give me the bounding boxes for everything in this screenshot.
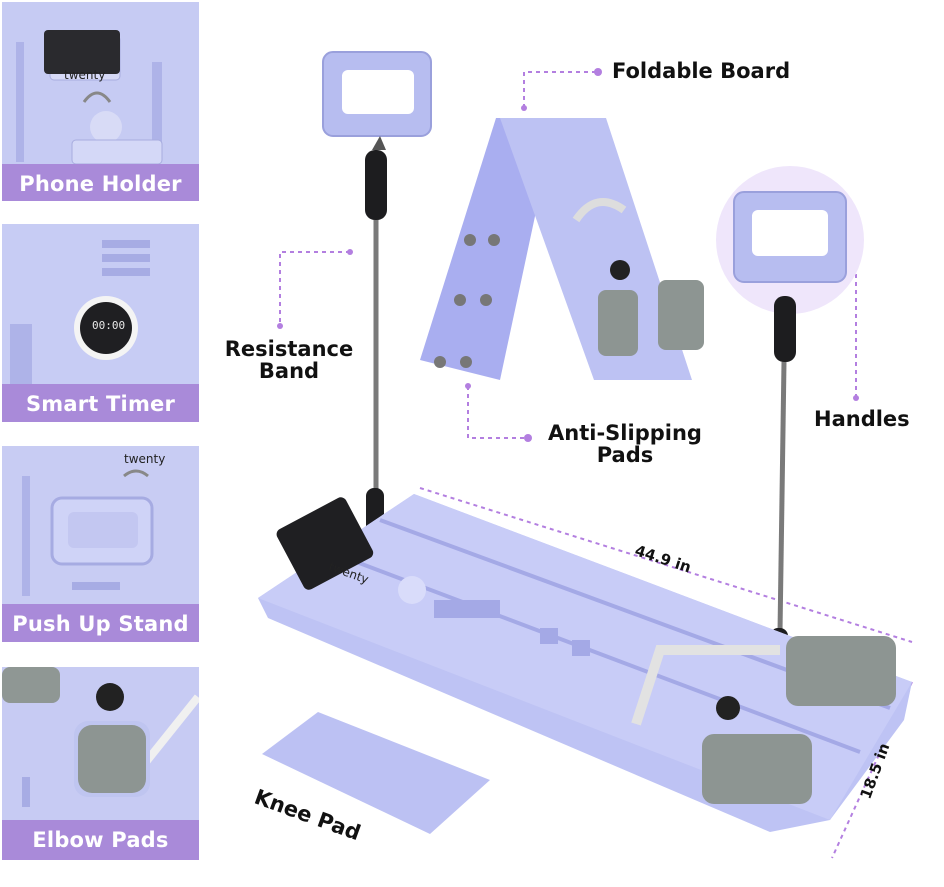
- handles-label: Handles: [814, 407, 910, 431]
- phone-holder-label: Phone Holder: [2, 164, 199, 201]
- knee-pad: [262, 712, 490, 834]
- resistance-band-callout-line: [279, 251, 350, 326]
- push-up-stand-label: Push Up Stand: [2, 604, 199, 642]
- brand-logo: twenty: [124, 452, 166, 466]
- length-dimension-line: [419, 487, 913, 643]
- smart-timer-thumbnail: 00:00 Smart Timer: [2, 224, 199, 422]
- folded-board: [420, 118, 704, 380]
- elbow-pads-thumbnail: Elbow Pads: [2, 667, 199, 860]
- brand-logo: twenty: [64, 68, 106, 82]
- left-handle: [322, 51, 432, 150]
- anti-slipping-pads-callout-line: [467, 386, 528, 439]
- smart-timer-label: Smart Timer: [2, 384, 199, 422]
- right-handle: [733, 191, 847, 283]
- push-up-stand-thumbnail: twenty Push Up Stand: [2, 446, 199, 642]
- phone-holder-thumbnail: twenty Phone Holder: [2, 2, 199, 201]
- resistance-band-label: Resistance Band: [224, 337, 354, 383]
- left-band-sleeve: [365, 150, 387, 220]
- foldable-board-label: Foldable Board: [612, 59, 791, 83]
- foldable-board-callout-line: [523, 71, 598, 108]
- timer-display: 00:00: [92, 319, 126, 332]
- main-board: [258, 494, 912, 832]
- phone-holder-illustration: [2, 2, 199, 201]
- anti-slipping-pads-label: Anti-Slipping Pads: [548, 421, 702, 467]
- phone: [276, 497, 374, 590]
- elbow-pads-label: Elbow Pads: [2, 820, 199, 860]
